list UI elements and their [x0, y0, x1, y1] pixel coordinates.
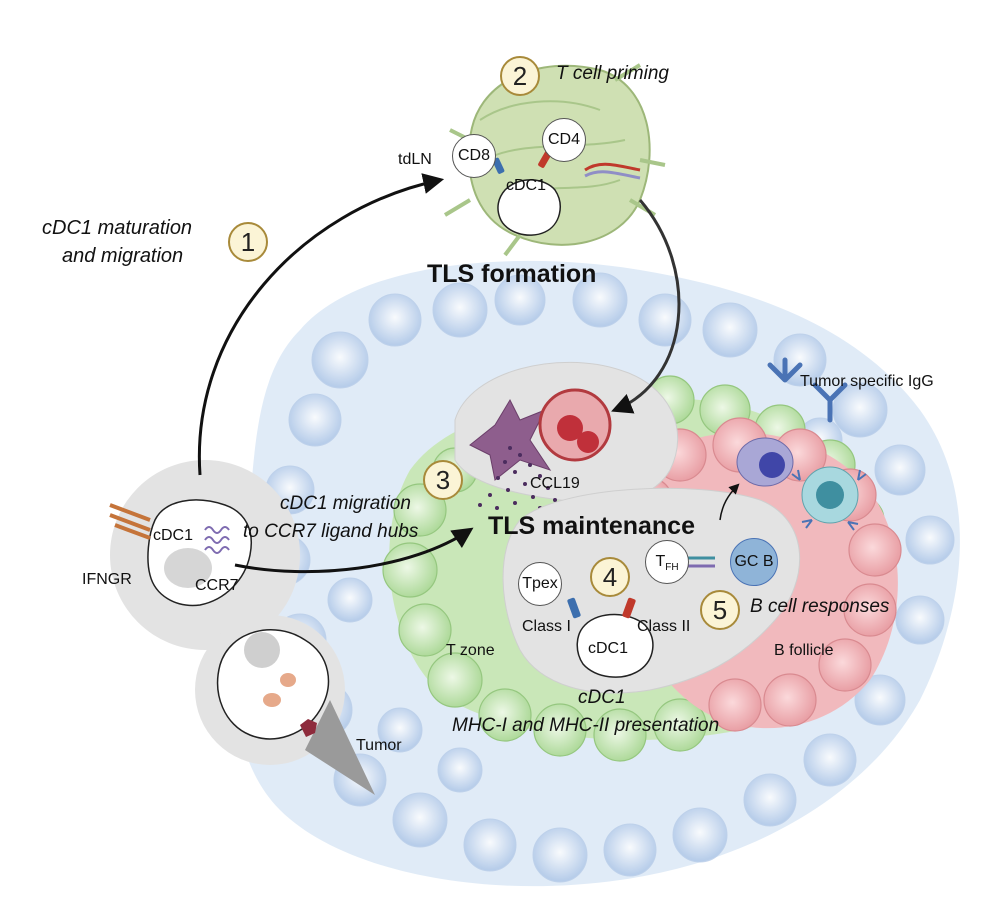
cdc1-italic-label: cDC1 [578, 687, 626, 708]
cd8-cell: CD8 [452, 134, 496, 178]
class-i-label: Class I [522, 618, 571, 635]
presentation-label: MHC-I and MHC-II presentation [452, 715, 720, 736]
b-cells [736, 437, 867, 531]
cdc1-left-label: cDC1 [153, 527, 194, 544]
center-cdc1-cell [567, 597, 654, 678]
tpex-cell: Tpex [518, 562, 562, 606]
arrow-b-activation [719, 483, 740, 521]
step-3-badge: 3 [423, 460, 463, 500]
b-cell-responses-label: B cell responses [750, 596, 890, 617]
ifngr-label: IFNGR [82, 571, 132, 588]
tls-maintenance-title: TLS maintenance [488, 512, 695, 540]
maturation-line2: and migration [62, 245, 184, 267]
t-cell-priming-label: T cell priming [556, 63, 669, 84]
tumor-label: Tumor [356, 737, 402, 754]
tpex-label: Tpex [522, 575, 558, 592]
ccl19-label: CCL19 [530, 475, 580, 492]
tumor-specific-igg-label: Tumor specific IgG [800, 373, 934, 390]
gc-b-label: GC B [734, 553, 774, 570]
step-4-badge: 4 [590, 557, 630, 597]
cd4-label: CD4 [547, 131, 580, 148]
migration-line1: cDC1 migration [280, 493, 411, 514]
tls-formation-title: TLS formation [427, 260, 597, 288]
gc-b-cell: GC B [730, 538, 778, 586]
ccr7-label: CCR7 [195, 577, 239, 594]
tumor-cell-zoom [195, 615, 375, 795]
cd4-cell: CD4 [542, 118, 586, 162]
cdc1-ln-label: cDC1 [506, 177, 547, 194]
step-1-badge: 1 [228, 222, 268, 262]
b-follicle-label: B follicle [774, 642, 834, 659]
left-cdc1-cell [109, 460, 300, 650]
arrow-maturation [197, 173, 445, 476]
class-ii-label: Class II [637, 618, 691, 635]
cd8-label: CD8 [457, 147, 490, 164]
step-5-badge: 5 [700, 590, 740, 630]
step-2-badge: 2 [500, 56, 540, 96]
arrow-migration [234, 527, 474, 574]
migration-line2: to CCR7 ligand hubs [243, 521, 419, 542]
arrow-ln-to-tls [611, 199, 681, 414]
tfh-label: T [655, 553, 666, 570]
cdc1-center-label: cDC1 [588, 640, 629, 657]
t-zone-label: T zone [446, 642, 495, 659]
tdln-label: tdLN [398, 151, 432, 168]
tfh-subscript: FH [665, 561, 679, 573]
igg-icons [767, 357, 848, 423]
maturation-line1: cDC1 maturation [42, 217, 193, 239]
